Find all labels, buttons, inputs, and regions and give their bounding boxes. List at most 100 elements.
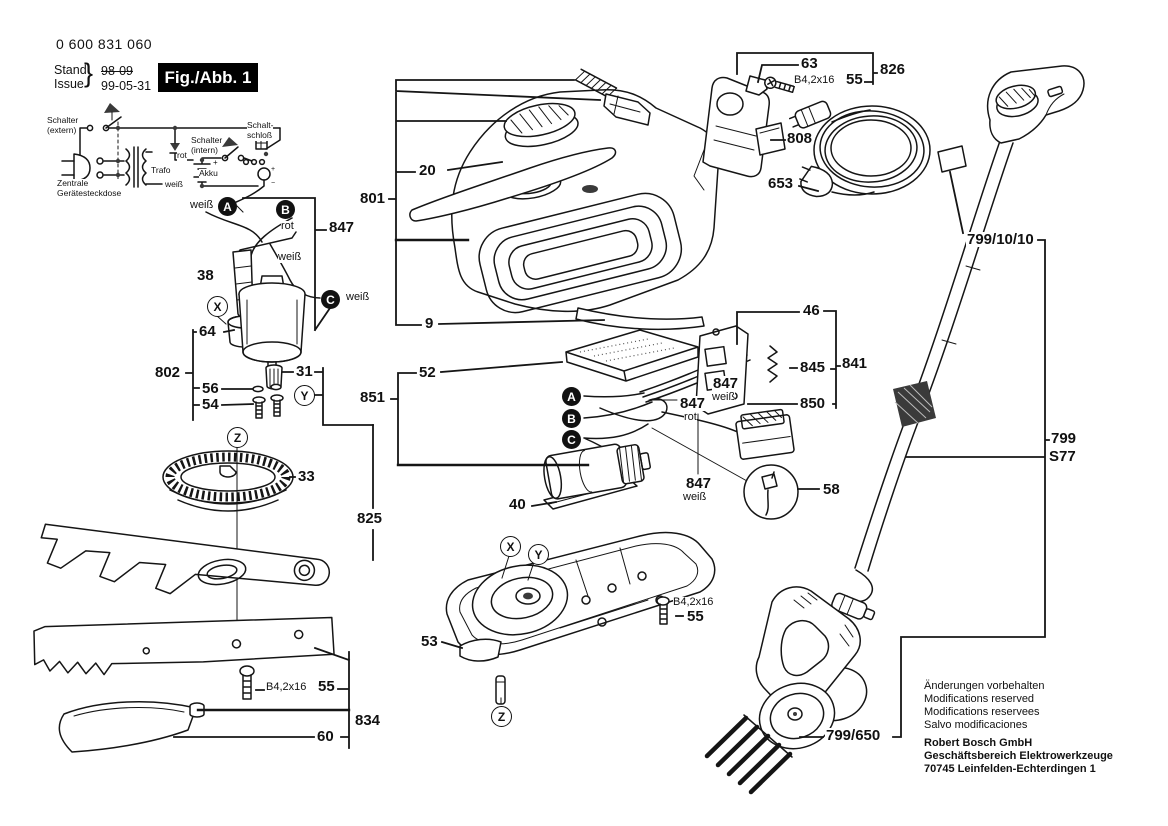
callout-wire-rot: rot (684, 411, 697, 423)
figure-label: Fig./Abb. 1 (158, 63, 258, 92)
callout-weiss-a: weiß (190, 199, 214, 211)
motor-assembly (206, 212, 320, 418)
zentrale-label: Zentrale Gerätesteckdose (57, 178, 122, 199)
battery (541, 439, 653, 501)
wall-holder (703, 77, 769, 176)
callout-rot-b: rot (281, 220, 294, 232)
handle-button (993, 81, 1041, 120)
callout-wire-weiss-top: weiß (712, 391, 736, 403)
screw-55-right (764, 76, 795, 95)
footer-line: Salvo modificaciones (924, 719, 1028, 731)
spring (576, 69, 617, 98)
callout-part-38: 38 (196, 267, 215, 284)
blade-assembly (28, 516, 339, 752)
callout-part-64: 64 (198, 323, 217, 340)
schaltschloss-line2: schloß (247, 129, 273, 140)
spring-845 (768, 346, 777, 382)
callout-part-53: 53 (420, 633, 439, 650)
svg-text:+: + (213, 158, 218, 167)
letter-badge-B: B (276, 200, 295, 219)
callout-part-799-650: 799/650 (825, 727, 882, 744)
callout-part-63: 63 (800, 55, 819, 72)
callout-part-55-left: 55 (317, 678, 336, 695)
plug-icon (74, 154, 90, 181)
callout-screw-spec-left: B4,2x16 (266, 681, 307, 693)
seal-strip (576, 308, 704, 329)
callout-part-826: 826 (879, 61, 907, 78)
callout-part-801: 801 (359, 190, 387, 207)
foot-piece (460, 639, 501, 661)
card-808 (756, 123, 785, 155)
detail-magnifier (744, 465, 798, 519)
callout-part-799: 799 (1050, 430, 1078, 447)
callout-part-653: 653 (767, 175, 795, 192)
schaltschloss-line1: Schalt- (247, 120, 274, 130)
footer-block: Änderungen vorbehalten Modifications res… (924, 680, 1113, 776)
letter-badge-X: X (500, 536, 521, 557)
grip-band (893, 381, 936, 427)
comb-blades (707, 718, 790, 792)
callout-part-46: 46 (802, 302, 821, 319)
stand-issue-label: Stand Issue (54, 63, 87, 92)
callout-weiss-c: weiß (346, 291, 370, 303)
footer-line: Modifications reserved (924, 693, 1035, 705)
footer-line: Änderungen vorbehalten (924, 680, 1045, 692)
letter-badge-Z: Z (491, 706, 512, 727)
charger-cord-group (694, 76, 930, 201)
callout-part-802: 802 (154, 364, 182, 381)
callout-weiss-mid: weiß (278, 251, 302, 263)
switch-button (500, 98, 581, 153)
callout-part-58: 58 (822, 481, 841, 498)
callout-brackets (174, 53, 1049, 748)
letter-badge-B: B (562, 409, 581, 428)
company-address: 70745 Leinfelden-Echterdingen 1 (924, 763, 1096, 775)
long-handle-tool (830, 66, 1084, 639)
callout-part-s77: S77 (1048, 448, 1077, 465)
callout-part-808: 808 (786, 130, 814, 147)
callout-part-40: 40 (508, 496, 527, 513)
callout-wire-847-weiss-bot: 847 (685, 475, 713, 492)
issue-label: Issue (54, 77, 84, 92)
callout-part-845: 845 (799, 359, 827, 376)
callout-part-850: 850 (799, 395, 827, 412)
callout-wire-847-weiss-top: 847 (712, 375, 740, 392)
letter-badge-Y: Y (528, 544, 549, 565)
front-wheel (751, 674, 843, 758)
callout-part-20: 20 (418, 162, 437, 179)
stand-label: Stand (54, 63, 87, 77)
issue-date-new: 99-05-31 (101, 79, 152, 93)
callout-wire-weiss-bot: weiß (683, 491, 707, 503)
gear-wheel (163, 447, 293, 630)
callout-part-60: 60 (316, 728, 335, 745)
brace-glyph: } (84, 58, 94, 88)
letter-badge-C: C (321, 290, 340, 309)
latch-piece (604, 94, 650, 125)
callout-part-841: 841 (841, 355, 869, 372)
schalter-intern-line1: Schalter (191, 135, 223, 145)
letter-badge-Z: Z (227, 427, 248, 448)
trigger-bar (410, 148, 616, 221)
letter-badge-C: C (562, 430, 581, 449)
letter-badge-A: A (218, 197, 237, 216)
letter-badge-A: A (562, 387, 581, 406)
callout-part-825: 825 (356, 510, 384, 527)
footer-line: Modifications reservees (924, 706, 1040, 718)
switch-block (735, 408, 795, 459)
callout-part-851: 851 (359, 389, 387, 406)
svg-text:+: + (271, 166, 275, 173)
company-division: Geschäftsbereich Elektrowerkzeuge (924, 750, 1113, 762)
callout-part-9: 9 (424, 315, 435, 332)
trafo-label: Trafo (151, 165, 171, 176)
weiss-wire-label: weiß (165, 179, 183, 190)
zentrale-line1: Zentrale (57, 178, 89, 188)
schaltschloss-label: Schalt- schloß (247, 120, 274, 141)
clip-63 (746, 76, 767, 95)
cord-connector (830, 592, 876, 624)
callout-part-55-mid: 55 (686, 608, 705, 625)
schalter-extern-line2: (extern) (47, 124, 77, 135)
callout-part-799-10-10: 799/10/10 (966, 231, 1035, 248)
document-part-number: 0 600 831 060 (56, 36, 153, 52)
callout-part-31: 31 (295, 363, 314, 380)
